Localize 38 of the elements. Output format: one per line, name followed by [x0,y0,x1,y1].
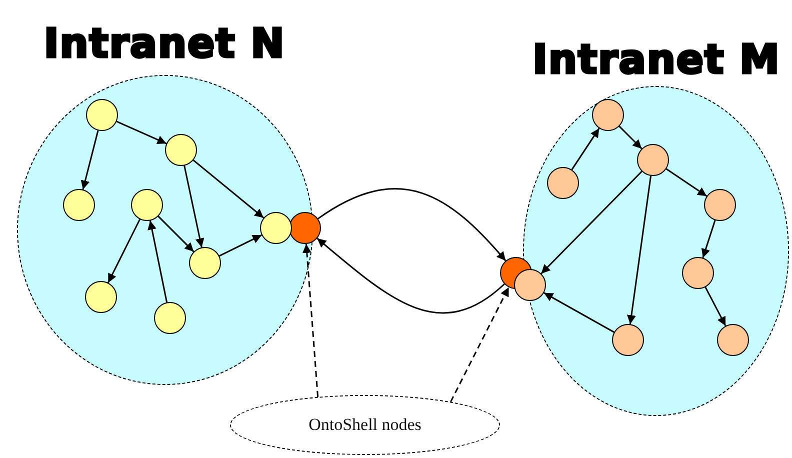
arrow [80,130,99,190]
curved-arrow [318,188,506,262]
node-circle [636,144,668,176]
node-circle [86,98,118,130]
arrow [626,176,652,324]
arrow [158,216,194,252]
curved-arrow [316,238,505,314]
arrow [184,166,204,248]
node-circle [704,188,736,220]
callout-text: OntoShell nodes [308,415,422,435]
arrow [116,120,167,144]
arrow [192,160,264,218]
node-circle [592,98,624,130]
arrow [618,126,642,150]
node-circle [260,212,292,244]
arrow [219,234,262,257]
arrow [701,220,716,258]
arrow [666,168,708,197]
node-circle [716,324,748,356]
arrow [540,170,642,274]
node-circle [682,256,714,288]
arrow [107,218,141,284]
node-circle [130,188,162,220]
dashed-arrow [302,244,319,397]
node-circle [84,280,116,312]
arrow [704,286,726,326]
node-circle [164,134,196,166]
node-circle [514,268,546,300]
intranet-title: Intranet M [532,40,780,80]
node-circle [188,246,220,278]
node-circle [154,302,186,334]
arrow [571,128,600,170]
node-circle [612,324,644,356]
arrow [544,292,614,333]
node-circle [546,166,578,198]
arrow [148,220,168,302]
intranet-title: Intranet N [44,24,286,64]
node-circle [62,188,94,220]
